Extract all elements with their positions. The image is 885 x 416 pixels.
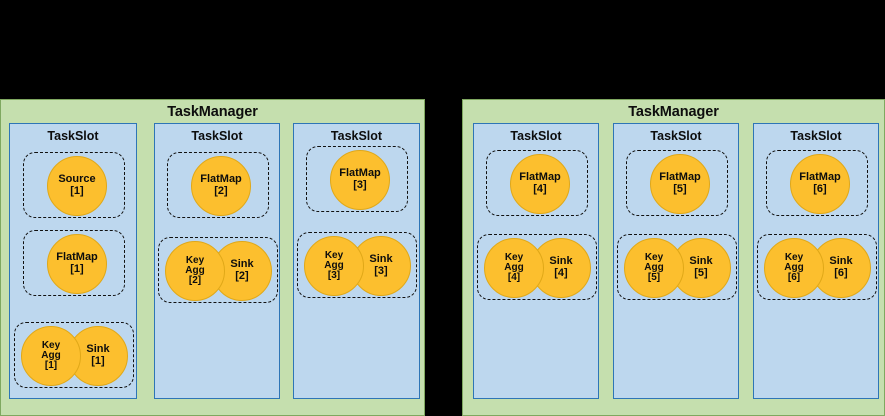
taskslot-1[interactable]: TaskSlot Source [1] FlatMap [1] Key Agg … [9,123,137,399]
task-group[interactable]: FlatMap [4] [486,150,588,216]
operator-index: [5] [694,267,708,279]
operator-index: [1] [70,263,84,275]
taskmanager-2: TaskManager TaskSlot FlatMap [4] Key Agg… [462,99,885,416]
operator-index: [4] [507,271,521,283]
operator-name-line1: Key [784,251,804,263]
operator-index: [1] [91,355,105,367]
taskslot-3[interactable]: TaskSlot FlatMap [3] Key Agg [3] Sink [3… [293,123,420,399]
taskslot-title: TaskSlot [510,129,562,143]
taskslot-2[interactable]: TaskSlot FlatMap [2] Key Agg [2] Sink [2… [154,123,280,399]
operator-sink-6[interactable]: Sink [6] [811,238,871,298]
taskslot-title: TaskSlot [191,129,243,143]
operator-index: [5] [673,183,687,195]
operator-name: Source [58,173,96,186]
taskslot-4[interactable]: TaskSlot FlatMap [4] Key Agg [4] Sink [4… [473,123,599,399]
operator-keyagg-4[interactable]: Key Agg [4] [484,238,544,298]
task-group[interactable]: Key Agg [2] Sink [2] [158,237,278,303]
task-group[interactable]: FlatMap [3] [306,146,408,212]
operator-index: [3] [374,265,388,277]
task-group[interactable]: FlatMap [5] [626,150,728,216]
operator-name-line2: Agg [41,349,61,361]
operator-name-line2: Agg [644,261,664,273]
taskslot-5[interactable]: TaskSlot FlatMap [5] Key Agg [5] Sink [5… [613,123,739,399]
operator-index: [3] [353,179,367,191]
operator-keyagg-2[interactable]: Key Agg [2] [165,241,225,301]
taskslot-title: TaskSlot [650,129,702,143]
operator-keyagg-5[interactable]: Key Agg [5] [624,238,684,298]
operator-flatmap-5[interactable]: FlatMap [5] [650,154,710,214]
operator-index: [2] [188,274,202,286]
operator-flatmap-2[interactable]: FlatMap [2] [191,156,251,216]
operator-flatmap-6[interactable]: FlatMap [6] [790,154,850,214]
operator-name: Sink [86,343,110,356]
operator-sink-5[interactable]: Sink [5] [671,238,731,298]
operator-index: [2] [235,270,249,282]
operator-name-line1: Key [644,251,664,263]
task-group[interactable]: Source [1] [23,152,125,218]
operator-index: [2] [214,185,228,197]
operator-flatmap-3[interactable]: FlatMap [3] [330,150,390,210]
operator-name-line1: Key [504,251,524,263]
operator-name-line2: Agg [504,261,524,273]
operator-name: Sink [230,258,254,271]
operator-keyagg-1[interactable]: Key Agg [1] [21,326,81,386]
taskslot-title: TaskSlot [330,129,383,143]
operator-keyagg-6[interactable]: Key Agg [6] [764,238,824,298]
taskslot-6[interactable]: TaskSlot FlatMap [6] Key Agg [6] Sink [6… [753,123,879,399]
task-group[interactable]: Key Agg [5] Sink [5] [617,234,737,300]
operator-index: [6] [787,271,801,283]
taskmanager-1: TaskManager TaskSlot Source [1] FlatMap … [0,99,425,416]
operator-name: Sink [369,253,393,266]
operator-name: FlatMap [339,167,381,180]
task-group[interactable]: FlatMap [2] [167,152,269,218]
task-group[interactable]: Key Agg [1] Sink [1] [14,322,134,388]
operator-index: [5] [647,271,661,283]
taskmanager-title: TaskManager [167,104,258,120]
operator-sink-4[interactable]: Sink [4] [531,238,591,298]
taskslot-title: TaskSlot [790,129,842,143]
operator-name-line2: Agg [324,259,344,271]
task-group[interactable]: FlatMap [6] [766,150,868,216]
operator-index: [3] [327,269,341,281]
operator-index: [4] [533,183,547,195]
operator-index: [6] [834,267,848,279]
operator-keyagg-3[interactable]: Key Agg [3] [304,236,364,296]
taskmanager-title: TaskManager [628,104,719,120]
task-group[interactable]: Key Agg [6] Sink [6] [757,234,877,300]
operator-name: Sink [689,255,713,268]
operator-name: FlatMap [56,251,98,264]
operator-index: [1] [44,359,58,371]
operator-flatmap-4[interactable]: FlatMap [4] [510,154,570,214]
operator-source-1[interactable]: Source [1] [47,156,107,216]
taskslot-title: TaskSlot [47,129,99,143]
operator-name: Sink [549,255,573,268]
task-group[interactable]: FlatMap [1] [23,230,125,296]
operator-name-line1: Key [185,254,205,266]
operator-name-line1: Key [324,249,344,261]
operator-name: Sink [829,255,853,268]
operator-name-line2: Agg [185,264,205,276]
operator-name: FlatMap [659,171,701,184]
operator-index: [6] [813,183,827,195]
operator-index: [4] [554,267,568,279]
operator-name: FlatMap [799,171,841,184]
operator-name: FlatMap [519,171,561,184]
operator-name: FlatMap [200,173,242,186]
operator-index: [1] [70,185,84,197]
operator-name-line2: Agg [784,261,804,273]
operator-flatmap-1[interactable]: FlatMap [1] [47,234,107,294]
operator-name-line1: Key [41,339,61,351]
task-group[interactable]: Key Agg [4] Sink [4] [477,234,597,300]
task-group[interactable]: Key Agg [3] Sink [3] [297,232,417,298]
